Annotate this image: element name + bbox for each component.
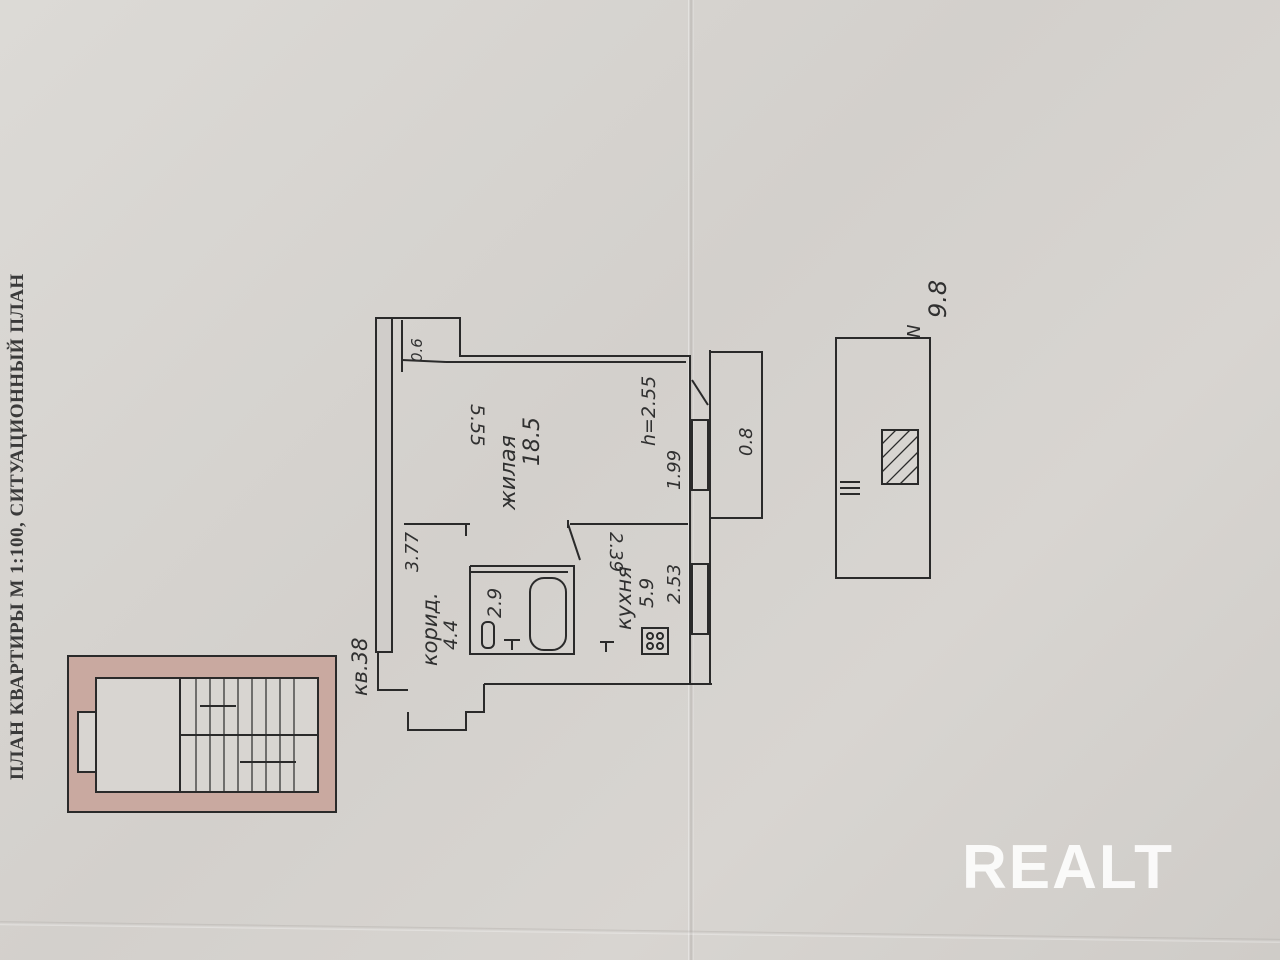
living-room-area: 18.5	[520, 417, 545, 466]
bathroom-area: 2.9	[484, 587, 506, 618]
apartment-number-label: кв.38	[348, 637, 372, 696]
kitchen-dim-width: 2.39	[605, 532, 626, 573]
living-room-name: жилая	[496, 435, 521, 510]
north-arrow-label: N	[904, 324, 925, 338]
realt-watermark: REALT	[962, 833, 1175, 902]
staircase-plan	[67, 655, 337, 813]
ceiling-height: h=2.55	[638, 375, 660, 446]
corridor-name: корид.	[418, 592, 442, 666]
balcony-area: 0.8	[736, 427, 757, 456]
situation-plan	[835, 337, 931, 579]
living-dim-width: 3.77	[402, 531, 423, 572]
kitchen-dim-length: 2.53	[664, 563, 685, 604]
kitchen-area: 5.9	[636, 577, 658, 608]
apartment-walls	[375, 317, 763, 731]
living-dim-length: 5.55	[466, 404, 488, 447]
storage-area: 0.6	[408, 338, 426, 362]
window-width: 1.99	[664, 449, 685, 490]
kitchen-name: кухня	[612, 566, 636, 630]
corridor-area: 4.4	[440, 619, 462, 650]
floor-mark: 9.8	[924, 279, 952, 318]
